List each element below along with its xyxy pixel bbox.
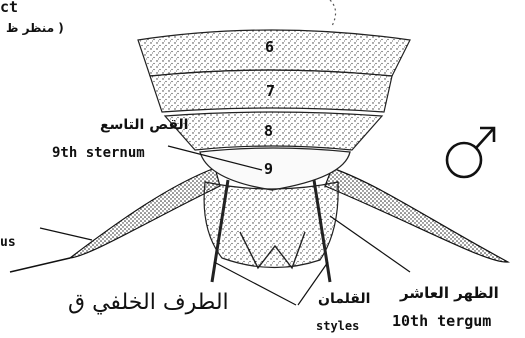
- segment-9-label: 9: [264, 162, 273, 177]
- leader-left-cercus: [40, 228, 92, 240]
- header-arabic-fragment: ( منظر ظ: [6, 22, 64, 34]
- styles-label: styles: [316, 320, 359, 332]
- male-symbol: [447, 128, 494, 177]
- segment-8: [165, 112, 382, 150]
- left-cercus-tip: [10, 258, 70, 272]
- segment-6-label: 6: [265, 40, 274, 55]
- right-cercus: [325, 168, 508, 262]
- segment-8-label: 8: [264, 124, 273, 139]
- ninth-sternum-label: 9th sternum: [52, 146, 145, 160]
- tenth-tergum-arabic: الظهر العاشر: [400, 286, 499, 301]
- segment-7-label: 7: [266, 84, 275, 99]
- bottom-caption-fragment: الطرف الخلفي ق: [68, 292, 229, 314]
- leader-10th-tergum: [330, 216, 410, 272]
- left-cercus: [70, 168, 220, 258]
- styles-arabic: القلمان: [318, 292, 370, 306]
- left-cut-label: us: [0, 236, 16, 249]
- ninth-sternum-arabic: القص التاسع: [100, 118, 188, 132]
- dotted-outline: [330, 0, 336, 26]
- tenth-tergum-label: 10th tergum: [392, 314, 491, 329]
- header-title-fragment: ct: [0, 0, 18, 15]
